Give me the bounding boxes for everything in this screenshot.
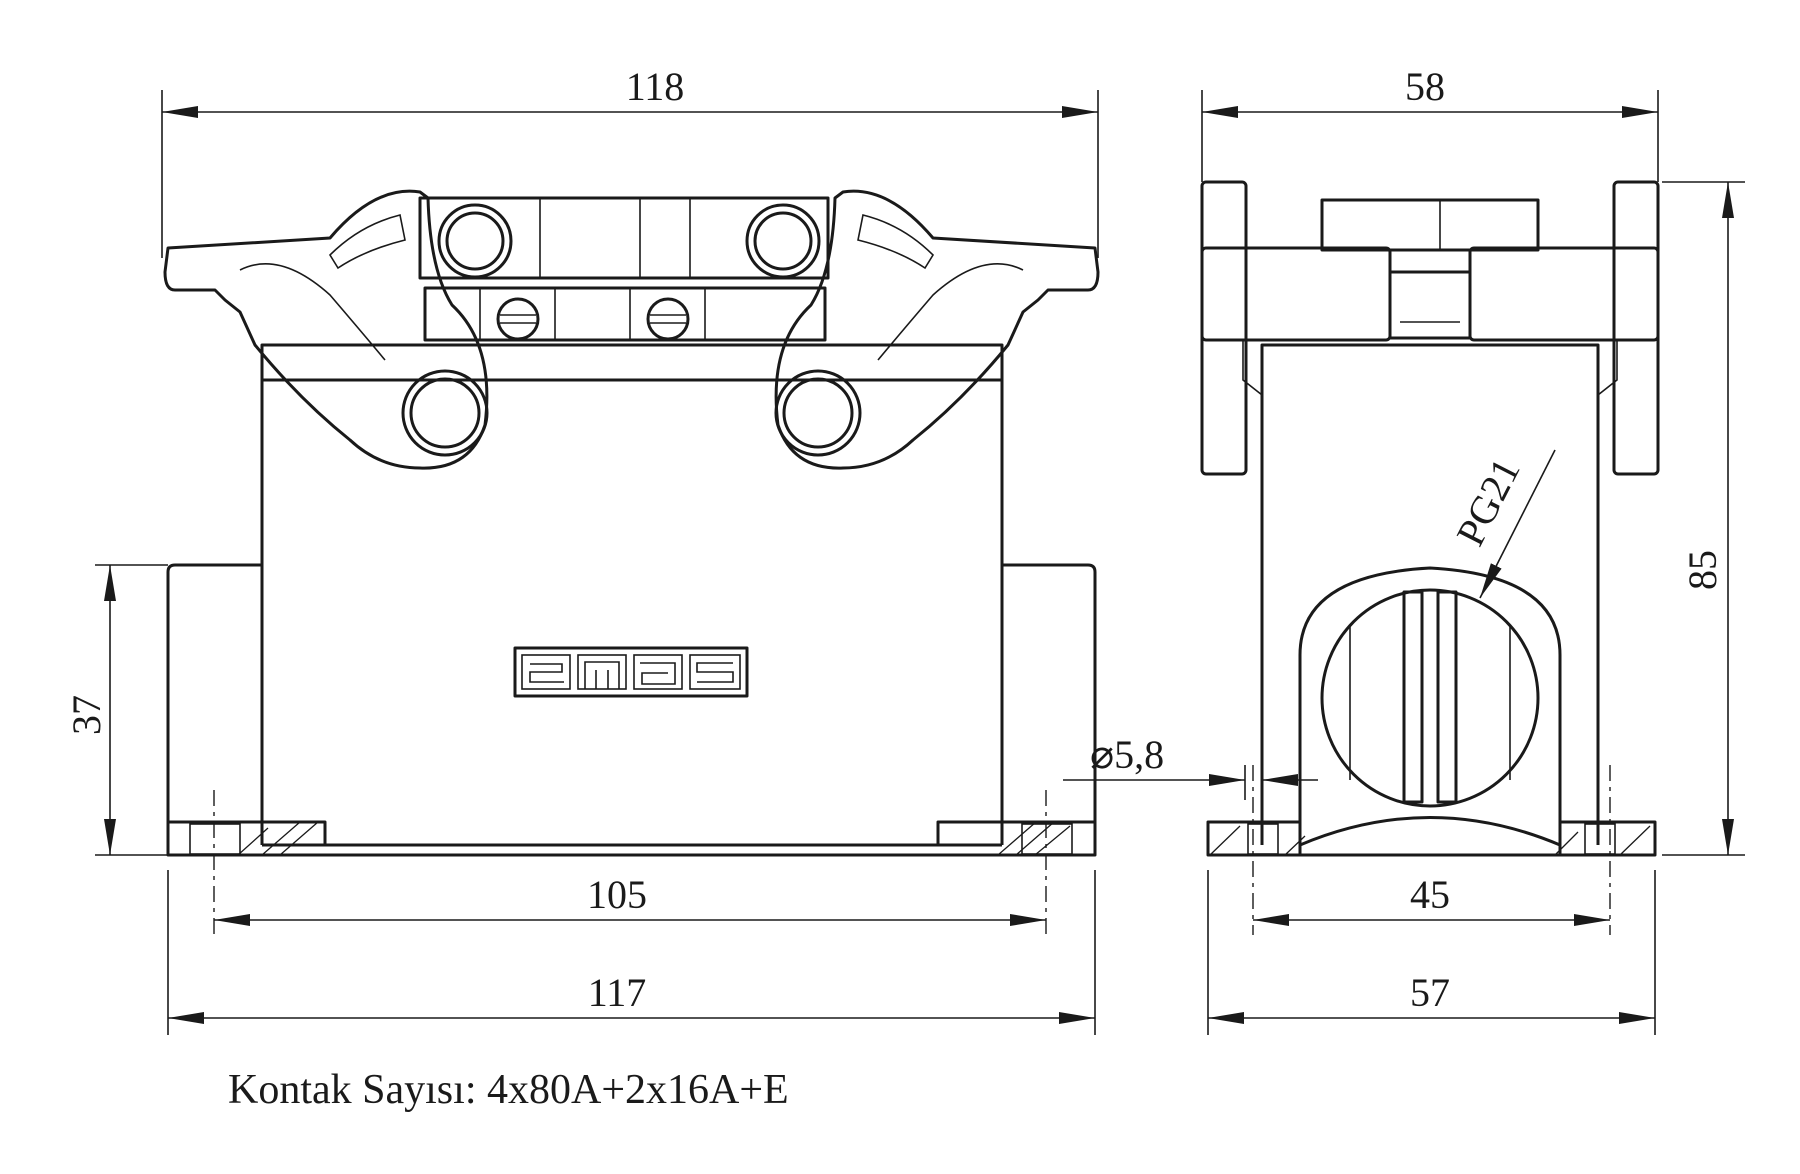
dim-side-width-base: 57 xyxy=(1410,970,1450,1015)
emas-logo xyxy=(513,646,749,698)
cable-gland xyxy=(1320,588,1540,808)
housing-body xyxy=(260,343,1004,845)
screw-left xyxy=(437,203,513,279)
side-top-block xyxy=(1320,198,1540,252)
screw-right xyxy=(745,203,821,279)
dim-front-hole-spacing: 105 xyxy=(587,872,647,917)
side-view xyxy=(1200,180,1660,935)
dim-front-width-base: 117 xyxy=(588,970,647,1015)
dim-side-height-total: 85 xyxy=(1680,550,1725,590)
thread-size-label: PG21 xyxy=(1447,451,1528,553)
dim-front-height-flange: 37 xyxy=(64,695,109,735)
contact-insert xyxy=(418,196,830,280)
right-locking-lever xyxy=(774,189,1100,470)
dim-front-width-top: 118 xyxy=(626,64,685,109)
side-dimensions: 58 85 PG21 ⌀5,8 45 57 xyxy=(1063,64,1745,1035)
front-dimensions: 118 37 105 117 xyxy=(64,64,1099,1035)
contact-count-note: Kontak Sayısı: 4x80A+2x16A+E xyxy=(228,1067,789,1113)
right-flange xyxy=(1002,563,1097,845)
front-view xyxy=(163,189,1100,935)
left-flange xyxy=(166,563,262,845)
dim-side-hole-spacing: 45 xyxy=(1410,872,1450,917)
dim-side-width-top: 58 xyxy=(1405,64,1445,109)
side-base-plate xyxy=(1206,816,1657,857)
base-plate xyxy=(166,820,1097,857)
dim-hole-diameter: ⌀5,8 xyxy=(1090,732,1164,777)
cable-entry xyxy=(1298,566,1562,822)
side-housing-body xyxy=(1260,343,1600,845)
left-locking-lever xyxy=(163,189,489,470)
